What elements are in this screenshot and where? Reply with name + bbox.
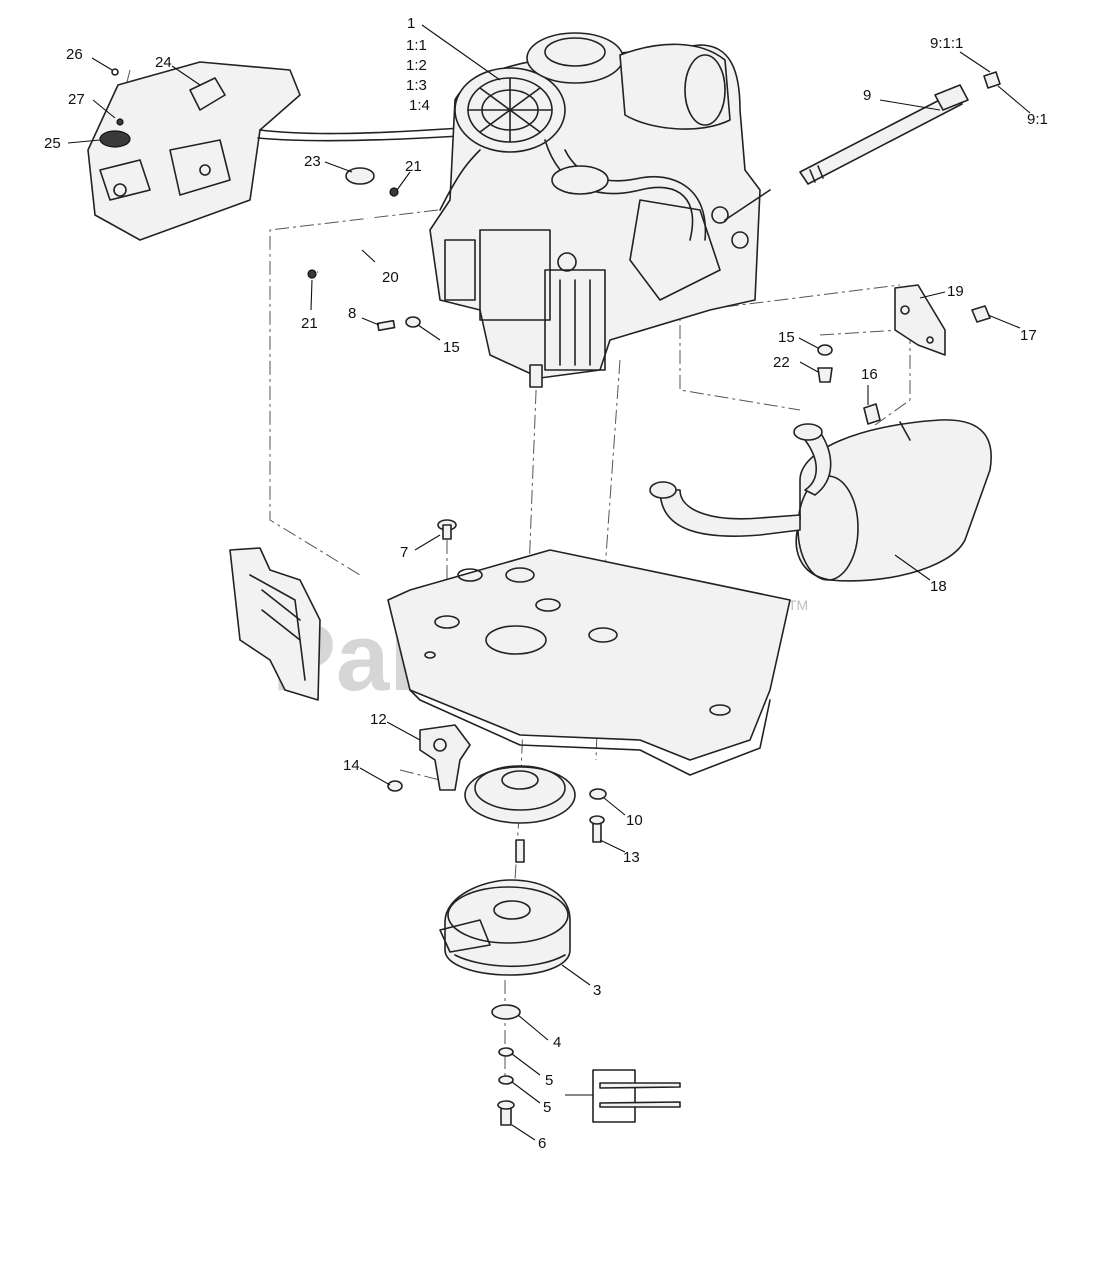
callout-24: 24 xyxy=(155,54,172,71)
callout-9-1-1: 9:1:1 xyxy=(930,35,963,52)
callout-6: 6 xyxy=(538,1135,546,1152)
muffler-bracket xyxy=(863,284,991,425)
engine-mount-hardware xyxy=(376,316,833,383)
callout-9-1: 9:1 xyxy=(1027,111,1048,128)
callout-21-top: 21 xyxy=(405,158,422,175)
callout-26: 26 xyxy=(66,46,83,63)
callout-25: 25 xyxy=(44,135,61,152)
engine-assembly xyxy=(429,32,771,388)
callout-12: 12 xyxy=(370,711,387,728)
callout-1-2: 1:2 xyxy=(406,57,427,74)
callout-7: 7 xyxy=(400,544,408,561)
clutch-hardware xyxy=(491,1004,521,1126)
pulley-hardware xyxy=(589,788,607,843)
callout-23: 23 xyxy=(304,153,321,170)
callout-1-3: 1:3 xyxy=(406,77,427,94)
exhaust-tube xyxy=(799,71,1001,185)
callout-27: 27 xyxy=(68,91,85,108)
pto-clutch xyxy=(439,879,571,976)
watermark-trademark: TM xyxy=(788,597,808,613)
left-side-guard xyxy=(229,547,321,701)
callout-9: 9 xyxy=(863,87,871,104)
callout-16: 16 xyxy=(861,366,878,383)
callout-1-4: 1:4 xyxy=(409,97,430,114)
callout-5-top: 5 xyxy=(545,1072,553,1089)
callout-8: 8 xyxy=(348,305,356,322)
engine-deck-plate xyxy=(387,519,791,776)
callout-18: 18 xyxy=(930,578,947,595)
callout-20: 20 xyxy=(382,269,399,286)
clutch-stop-bracket xyxy=(387,724,471,792)
callout-19: 19 xyxy=(947,283,964,300)
callout-10: 10 xyxy=(626,812,643,829)
callout-13: 13 xyxy=(623,849,640,866)
fuel-hose xyxy=(307,167,399,279)
callout-leaders xyxy=(67,24,1031,1141)
callout-3: 3 xyxy=(593,982,601,999)
callout-21-bottom: 21 xyxy=(301,315,318,332)
callout-15-right: 15 xyxy=(778,329,795,346)
callout-1: 1 xyxy=(407,15,415,32)
callout-22: 22 xyxy=(773,354,790,371)
callout-15-left: 15 xyxy=(443,339,460,356)
callout-17: 17 xyxy=(1020,327,1037,344)
callout-4: 4 xyxy=(553,1034,561,1051)
callout-1-1: 1:1 xyxy=(406,37,427,54)
washer-orientation-inset xyxy=(592,1069,681,1123)
callout-labels: 1 1:1 1:2 1:3 1:4 26 24 27 25 23 21 20 2… xyxy=(44,15,1048,1152)
callout-14: 14 xyxy=(343,757,360,774)
callout-5-bottom: 5 xyxy=(543,1099,551,1116)
muffler xyxy=(649,419,992,582)
pulley xyxy=(464,765,576,863)
throttle-control-bracket xyxy=(87,61,461,241)
